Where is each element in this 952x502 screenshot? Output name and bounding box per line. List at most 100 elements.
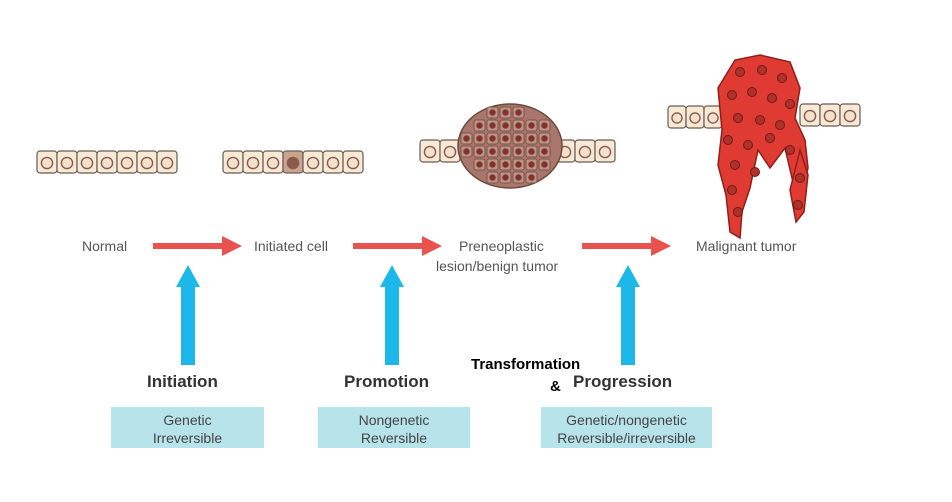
malignant-cell-nucleus xyxy=(750,167,760,177)
stage-label-normal: Normal xyxy=(82,238,128,254)
malignant-cell-nucleus xyxy=(795,173,805,183)
cell-nucleus xyxy=(346,156,360,170)
tumor-cell-nucleus xyxy=(476,122,483,129)
tumor-cell-nucleus xyxy=(489,109,496,116)
lesion-right-cells xyxy=(554,139,616,163)
stage-label-initiated: Initiated cell xyxy=(254,238,328,254)
malignant-cell-nucleus xyxy=(785,145,795,155)
promotion-properties-box: Nongenetic Reversible xyxy=(318,407,470,448)
arrow-lesion-to-malignant xyxy=(582,236,671,256)
tumor-cell-nucleus xyxy=(489,161,496,168)
malignant-cell-nucleus xyxy=(785,99,795,109)
progression-up-arrow xyxy=(616,265,640,365)
tumor-cell-nucleus xyxy=(502,109,509,116)
cell-nucleus xyxy=(226,156,240,170)
cell-nucleus xyxy=(843,109,857,123)
cell-nucleus xyxy=(671,112,683,124)
promotion-up-arrow xyxy=(380,265,404,365)
step-title-promotion: Promotion xyxy=(344,372,429,391)
ampersand-label: & xyxy=(550,378,561,395)
tumor-cell-nucleus xyxy=(541,122,548,129)
malignant-cell-nucleus xyxy=(727,185,737,195)
initiated-cell-row xyxy=(222,150,364,174)
stage-label-benign: lesion/benign tumor xyxy=(436,258,559,274)
malignant-cell-nucleus xyxy=(723,135,733,145)
malignant-cell-nucleus xyxy=(757,65,767,75)
arrow-normal-to-initiated xyxy=(153,236,242,256)
initiation-property-1: Genetic xyxy=(163,412,212,428)
cell-nucleus xyxy=(120,156,134,170)
malignant-tumor-mass xyxy=(717,54,809,240)
initiation-properties-box: Genetic Irreversible xyxy=(111,407,264,448)
tumor-cell-nucleus xyxy=(515,174,522,181)
tumor-cell-nucleus xyxy=(463,135,470,142)
cell-nucleus xyxy=(60,156,74,170)
malignant-cell-nucleus xyxy=(755,115,765,125)
cell-nucleus xyxy=(246,156,260,170)
tumor-cell-nucleus xyxy=(463,148,470,155)
step-title-progression: Progression xyxy=(573,372,673,391)
promotion-property-1: Nongenetic xyxy=(358,412,430,428)
cell-nucleus xyxy=(100,156,114,170)
cell-nucleus xyxy=(578,145,592,159)
malignant-cell-nucleus xyxy=(733,113,743,123)
tumor-right-cells xyxy=(799,103,861,127)
tumor-cell-nucleus xyxy=(528,161,535,168)
malignant-cell-nucleus xyxy=(730,160,740,170)
stage-label-preneoplastic: Preneoplastic xyxy=(459,238,544,254)
tumor-cell-nucleus xyxy=(541,148,548,155)
tumor-cell-nucleus xyxy=(502,135,509,142)
tumor-cell-nucleus xyxy=(515,122,522,129)
tumor-cell-nucleus xyxy=(489,174,496,181)
tumor-cell-nucleus xyxy=(502,122,509,129)
progression-properties-box: Genetic/nongenetic Reversible/irreversib… xyxy=(541,407,712,448)
cell-nucleus xyxy=(689,112,701,124)
tumor-cell-nucleus xyxy=(528,148,535,155)
benign-lesion-mass xyxy=(457,103,563,189)
tumor-cell-nucleus xyxy=(541,135,548,142)
tumor-cell-nucleus xyxy=(476,148,483,155)
cell-nucleus xyxy=(286,156,300,170)
malignant-cell-nucleus xyxy=(727,90,737,100)
lesion-left-cells xyxy=(419,139,461,163)
tumor-cell-nucleus xyxy=(502,148,509,155)
step-title-initiation: Initiation xyxy=(147,372,218,391)
cell-nucleus xyxy=(80,156,94,170)
tumor-cell-nucleus xyxy=(541,161,548,168)
malignant-cell-nucleus xyxy=(743,140,753,150)
progression-property-2: Reversible/irreversible xyxy=(557,430,696,446)
tumor-cell-nucleus xyxy=(476,161,483,168)
cell-nucleus xyxy=(40,156,54,170)
tumor-cell-nucleus xyxy=(515,109,522,116)
cell-nucleus xyxy=(707,112,719,124)
cell-nucleus xyxy=(443,145,457,159)
transformation-label: Transformation xyxy=(471,356,581,373)
tumor-cell-nucleus xyxy=(489,135,496,142)
progression-property-1: Genetic/nongenetic xyxy=(566,412,687,428)
tumor-cell-nucleus xyxy=(489,148,496,155)
cell-nucleus xyxy=(140,156,154,170)
cell-nucleus xyxy=(803,109,817,123)
cell-nucleus xyxy=(160,156,174,170)
promotion-property-2: Reversible xyxy=(360,430,428,446)
malignant-cell-nucleus xyxy=(775,120,785,130)
arrow-initiated-to-lesion xyxy=(353,236,442,256)
tumor-cell-nucleus xyxy=(528,174,535,181)
cell-nucleus xyxy=(598,145,612,159)
malignant-cell-nucleus xyxy=(733,207,743,217)
stage-label-malignant: Malignant tumor xyxy=(696,238,797,254)
tumor-cell-nucleus xyxy=(502,174,509,181)
tumor-cell-nucleus xyxy=(476,135,483,142)
tumor-cell-nucleus xyxy=(515,148,522,155)
tumor-cell-nucleus xyxy=(528,135,535,142)
tumor-cell-nucleus xyxy=(528,122,535,129)
malignant-cell-nucleus xyxy=(777,73,787,83)
cell-nucleus xyxy=(306,156,320,170)
initiation-property-2: Irreversible xyxy=(152,430,223,446)
cell-nucleus xyxy=(423,145,437,159)
malignant-cell-nucleus xyxy=(735,67,745,77)
tumor-cell-nucleus xyxy=(515,135,522,142)
cell-nucleus xyxy=(326,156,340,170)
malignant-cell-nucleus xyxy=(765,133,775,143)
tumor-left-cells xyxy=(667,105,723,129)
